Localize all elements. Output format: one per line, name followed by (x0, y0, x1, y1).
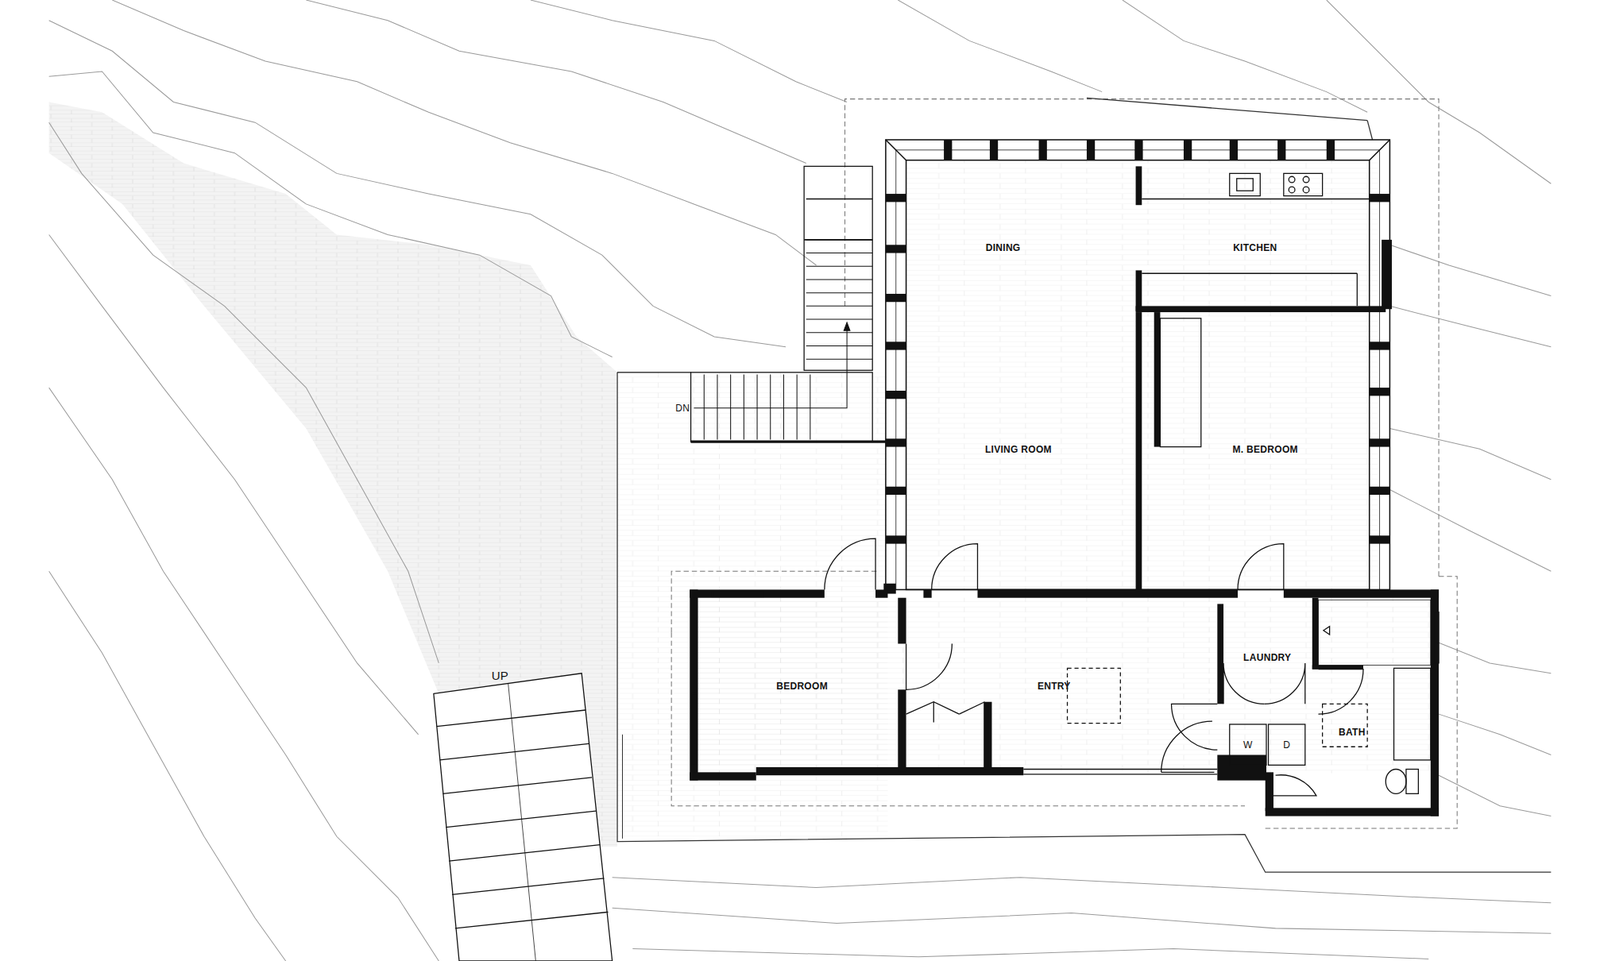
room-label: DINING (985, 243, 1021, 253)
room-label: DN (675, 403, 690, 414)
room-label: LIVING ROOM (985, 444, 1052, 455)
room-label: M. BEDROOM (1232, 444, 1299, 455)
room-label: ENTRY (1037, 681, 1071, 692)
room-label: UP (491, 669, 509, 682)
room-label: W (1243, 740, 1253, 750)
room-label: BEDROOM (776, 681, 828, 692)
room-label: LAUNDRY (1243, 653, 1291, 663)
room-label: D (1283, 740, 1291, 750)
room-label: BATH (1338, 727, 1366, 738)
room-label: KITCHEN (1232, 243, 1277, 253)
